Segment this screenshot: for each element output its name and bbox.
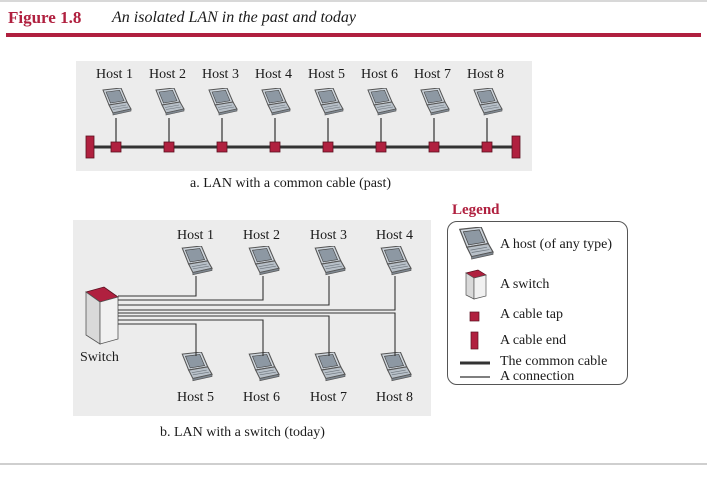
panel-a-host-label: Host 1: [96, 67, 133, 82]
laptop-icon: [420, 88, 450, 116]
figure-label: Figure 1.8: [8, 8, 82, 27]
bottom-rule: [0, 463, 707, 465]
panel-b-host-label: Host 5: [177, 390, 214, 405]
legend-label-common-cable: The common cable: [500, 354, 608, 369]
panel-a-host-label: Host 4: [255, 67, 292, 82]
panel-b-host-label: Host 7: [310, 390, 347, 405]
cable-tap: [110, 141, 122, 153]
panel-a-background: [76, 61, 532, 171]
legend-label-cable-tap: A cable tap: [500, 307, 563, 322]
panel-b-host-label: Host 3: [310, 228, 347, 243]
switch-front: [99, 296, 119, 345]
laptop-icon: [367, 88, 397, 116]
panel-b-host-label: Host 4: [376, 228, 413, 243]
cable-end: [85, 135, 95, 159]
panel-a-host-label: Host 7: [414, 67, 451, 82]
connection-line: [118, 319, 264, 356]
laptop-icon: [314, 88, 344, 116]
cable-end-icon: [470, 331, 479, 350]
laptop-icon: [248, 246, 280, 276]
cable-tap: [163, 141, 175, 153]
laptop-icon: [181, 352, 213, 382]
panel-b-host-label: Host 6: [243, 390, 280, 405]
legend-label-cable-end: A cable end: [500, 333, 567, 348]
legend-label-connection: A connection: [500, 369, 575, 384]
connection-line: [118, 276, 264, 301]
panel-a-host-label: Host 2: [149, 67, 186, 82]
panel-b-host-label: Host 1: [177, 228, 214, 243]
cable-end: [511, 135, 521, 159]
connection-line: [118, 312, 396, 356]
panel-a-host-label: Host 3: [202, 67, 239, 82]
figure-title: An isolated LAN in the past and today: [112, 9, 356, 26]
laptop-icon: [208, 88, 238, 116]
connection-line: [118, 276, 330, 306]
laptop-icon: [459, 227, 494, 260]
laptop-icon: [473, 88, 503, 116]
laptop-icon: [314, 352, 346, 382]
laptop-icon: [155, 88, 185, 116]
panel-b-host-label: Host 2: [243, 228, 280, 243]
figure-header: Figure 1.8 An isolated LAN in the past a…: [0, 0, 707, 40]
cable-tap: [322, 141, 334, 153]
laptop-icon: [248, 352, 280, 382]
laptop-icon: [261, 88, 291, 116]
connection-line: [118, 315, 330, 356]
connection-line: [118, 276, 197, 297]
laptop-icon: [102, 88, 132, 116]
switch-icon: [465, 272, 475, 300]
cable-tap: [481, 141, 493, 153]
cable-tap: [428, 141, 440, 153]
panel-a-host-label: Host 6: [361, 67, 398, 82]
cable-tap: [269, 141, 281, 153]
connection-line: [118, 276, 396, 311]
panel-a-host-label: Host 5: [308, 67, 345, 82]
panel-b-host-label: Host 8: [376, 390, 413, 405]
switch-icon: [473, 274, 487, 300]
panel-a-host-label: Host 8: [467, 67, 504, 82]
legend-label-host: A host (of any type): [500, 237, 612, 252]
laptop-icon: [380, 246, 412, 276]
switch-label: Switch: [80, 350, 119, 365]
laptop-icon: [314, 246, 346, 276]
panel-b-caption: b. LAN with a switch (today): [160, 425, 325, 440]
cable-tap-icon: [469, 311, 480, 322]
laptop-icon: [181, 246, 213, 276]
laptop-icon: [380, 352, 412, 382]
header-rule: [6, 33, 701, 37]
connection-line: [118, 323, 197, 356]
panel-a-caption: a. LAN with a common cable (past): [190, 176, 391, 191]
cable-tap: [375, 141, 387, 153]
top-rule: [0, 0, 707, 2]
cable-tap: [216, 141, 228, 153]
legend-title: Legend: [452, 202, 500, 218]
legend-label-switch: A switch: [500, 277, 550, 292]
